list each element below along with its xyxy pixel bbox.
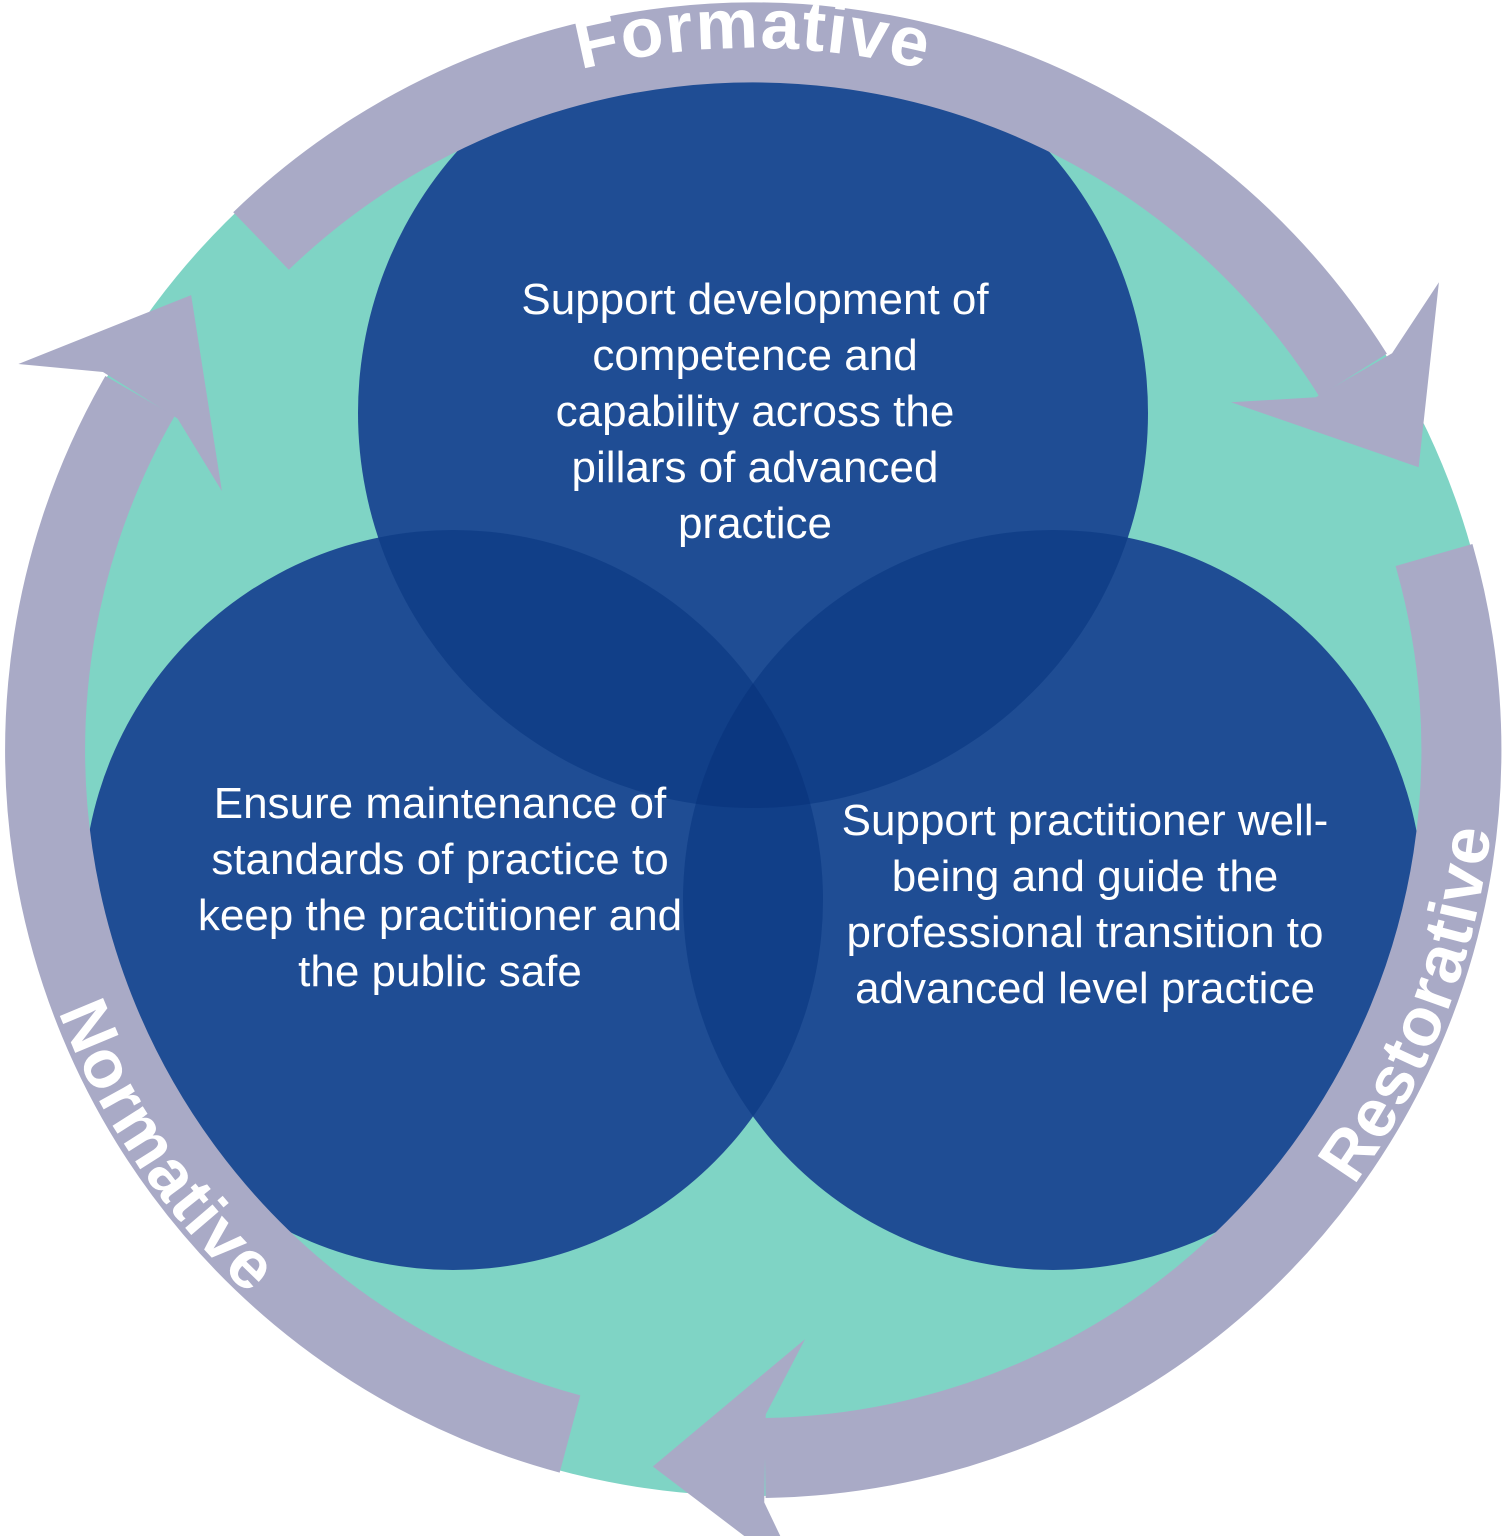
cycle-arrowheads: [18, 282, 1439, 1536]
overlap-top-right: [683, 530, 1148, 808]
arrowhead-upper-right-icon: [1231, 282, 1439, 468]
cycle-arc-right: [764, 544, 1502, 1498]
arrowhead-bottom-icon: [652, 1339, 806, 1536]
arrowhead-upper-left-icon: [18, 295, 222, 492]
overlap-top-right-shape: [683, 530, 1148, 808]
cycle-arc-top: [233, 2, 1387, 397]
overlap-top-left: [358, 530, 823, 808]
cycle-ring: [5, 2, 1502, 1498]
overlap-top-left-shape: [358, 530, 823, 808]
cycle-arc-left: [5, 376, 581, 1473]
